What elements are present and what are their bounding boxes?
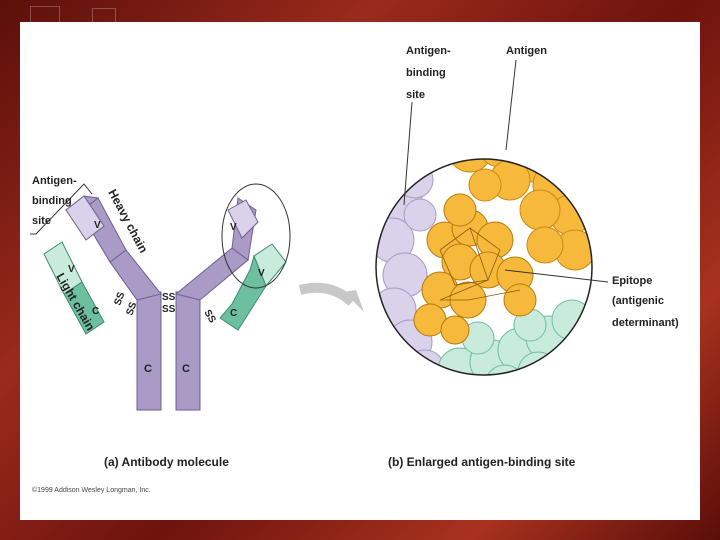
- disulfide-label-2: SS: [162, 304, 176, 315]
- heavy-chain-variable-right: [227, 199, 259, 239]
- heavy-chain-constant-left: [136, 291, 162, 411]
- constant-label-heavy-left: C: [144, 363, 152, 375]
- epitope-lines: [439, 227, 501, 286]
- binding-site-label-a-3: site: [32, 215, 51, 227]
- variable-label-light-left: V: [68, 264, 75, 275]
- leader-line-epitope: [504, 269, 609, 283]
- variable-label-heavy-right: V: [230, 222, 237, 233]
- disulfide-label-left-1: SS: [112, 290, 127, 307]
- binding-site-label-b-1: Antigen-: [406, 45, 451, 57]
- copyright-text: ©1999 Addison Wesley Longman, Inc.: [32, 486, 151, 494]
- heavy-chain-hinge-right: [174, 247, 249, 301]
- variable-label-light-right: V: [258, 268, 265, 279]
- epitope-label-3: determinant): [612, 317, 679, 329]
- caption-a: (a) Antibody molecule: [104, 455, 229, 469]
- leader-line-antigen: [505, 59, 517, 151]
- epitope-label-1: Epitope: [612, 275, 652, 287]
- binding-site-bracket: [30, 183, 93, 235]
- binding-site-label-b-3: site: [406, 89, 425, 101]
- caption-b: (b) Enlarged antigen-binding site: [388, 455, 576, 469]
- heavy-chain-variable-left: [65, 195, 105, 241]
- magnify-arrow: [298, 282, 356, 306]
- epitope-cluster: [413, 193, 537, 345]
- magnify-circle: [221, 183, 291, 289]
- binding-site-label-a-1: Antigen-: [32, 175, 77, 187]
- disulfide-label-1: SS: [162, 292, 176, 303]
- light-chain-constant-right: [219, 254, 267, 331]
- constant-label-light-right: C: [230, 308, 237, 319]
- epitope-lines-2: [439, 227, 521, 301]
- variable-label-heavy-left: V: [94, 220, 101, 231]
- disulfide-label-left-2: SS: [124, 300, 139, 317]
- leader-line-binding-site: [403, 101, 413, 206]
- binding-site-contents: [376, 159, 592, 375]
- antigen-label: Antigen: [506, 45, 547, 57]
- disulfide-label-right: SS: [201, 308, 217, 325]
- heavy-chain-constant-right: [175, 291, 201, 411]
- binding-site-label-a-2: binding: [32, 195, 72, 207]
- epitope-label-2: (antigenic: [612, 295, 664, 307]
- constant-label-light-left: C: [92, 306, 99, 317]
- binding-site-label-b-2: binding: [406, 67, 446, 79]
- binding-site-circle-outline: [375, 158, 593, 376]
- light-chain-constant-left: [63, 281, 105, 335]
- constant-label-heavy-right: C: [182, 363, 190, 375]
- arrow-head: [344, 290, 364, 312]
